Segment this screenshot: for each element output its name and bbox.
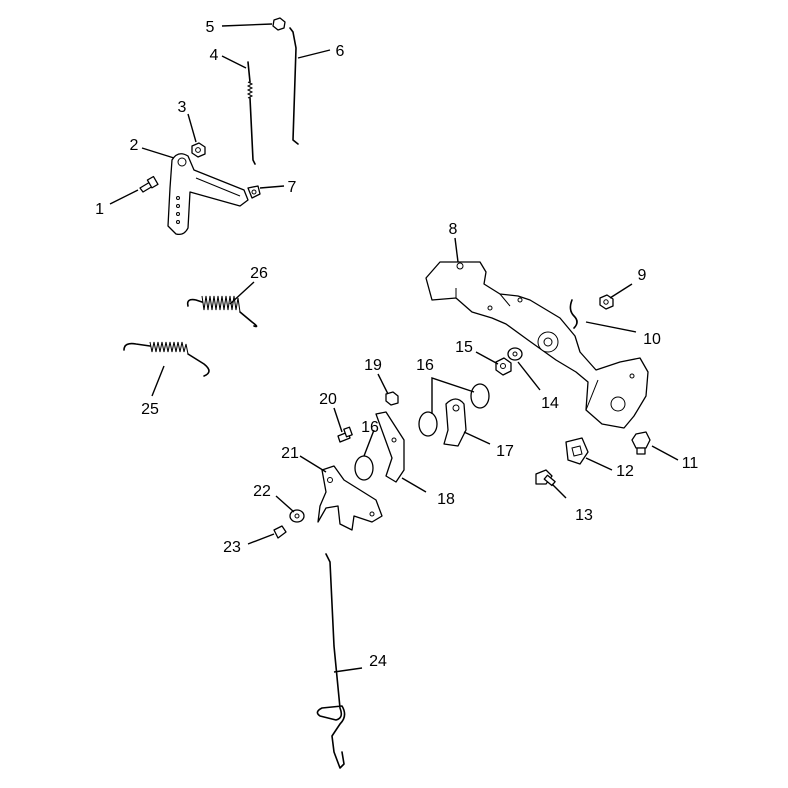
part-20-screw xyxy=(337,426,353,443)
callout-25: 25 xyxy=(141,401,159,418)
part-23-screw xyxy=(273,525,287,539)
part-6-rod xyxy=(289,27,299,145)
part-4-rod xyxy=(246,61,256,165)
part-19-nut xyxy=(385,391,399,406)
callout-11: 11 xyxy=(682,455,699,472)
callout-4: 4 xyxy=(210,47,219,64)
leader-lines xyxy=(109,23,679,673)
callout-20: 20 xyxy=(319,391,337,408)
part-3-nut xyxy=(191,142,206,158)
callout-13: 13 xyxy=(575,507,593,524)
callout-15: 15 xyxy=(455,339,473,356)
callout-21: 21 xyxy=(281,445,299,462)
part-5-nut xyxy=(272,17,286,31)
callout-8: 8 xyxy=(449,221,458,238)
part-13-bolt xyxy=(535,469,556,487)
callout-18: 18 xyxy=(437,491,455,508)
part-24-linkage-rod xyxy=(316,553,346,769)
callout-14: 14 xyxy=(541,395,559,412)
part-1-bolt xyxy=(139,175,159,193)
callout-9: 9 xyxy=(638,267,647,284)
callout-17: 17 xyxy=(496,443,514,460)
part-18-lever xyxy=(375,411,405,483)
part-11-bolt xyxy=(631,431,651,455)
part-8-bracket xyxy=(425,261,649,429)
callout-7: 7 xyxy=(288,179,297,196)
callout-26: 26 xyxy=(250,265,268,282)
part-14-washer xyxy=(507,347,523,361)
part-7-clip xyxy=(247,185,261,199)
part-21-bracket xyxy=(317,465,383,531)
callout-2: 2 xyxy=(130,137,139,154)
part-2-control-lever xyxy=(167,153,249,236)
part-9-nut xyxy=(599,294,614,310)
callout-23: 23 xyxy=(223,539,241,556)
part-10-spring xyxy=(569,299,578,329)
part-16-disc xyxy=(354,383,490,481)
callout-10: 10 xyxy=(643,331,661,348)
part-26-spring xyxy=(186,295,258,328)
part-22-washer xyxy=(289,509,305,523)
callout-16a: 16 xyxy=(416,357,434,374)
part-12-clip xyxy=(565,437,589,465)
callout-16b: 16 xyxy=(361,419,379,436)
part-15-nut xyxy=(495,357,512,376)
callout-12: 12 xyxy=(616,463,634,480)
part-17-lever xyxy=(443,398,467,447)
callout-5: 5 xyxy=(206,19,215,36)
callout-19: 19 xyxy=(364,357,382,374)
callout-labels: 1 2 3 4 5 6 7 8 9 10 11 12 13 14 15 16 1… xyxy=(95,19,698,670)
part-25-spring xyxy=(123,341,210,377)
callout-6: 6 xyxy=(336,43,345,60)
callout-22: 22 xyxy=(253,483,271,500)
callout-3: 3 xyxy=(178,99,187,116)
callout-24: 24 xyxy=(369,653,387,670)
callout-1: 1 xyxy=(95,201,104,218)
